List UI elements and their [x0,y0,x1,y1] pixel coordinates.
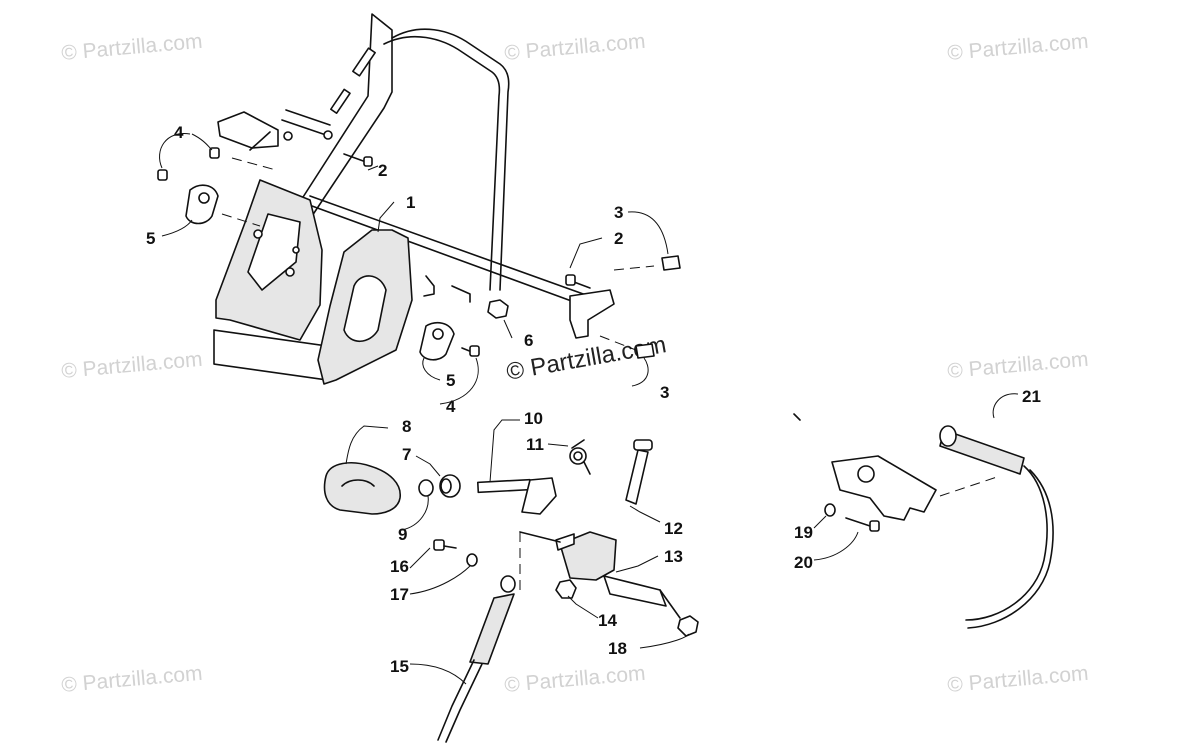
spring-11 [569,439,591,475]
callout-4-left: 4 [174,123,184,142]
lever-arm [476,477,557,515]
callout-4-right: 4 [446,397,456,416]
callout-16: 16 [390,557,409,576]
callout-8: 8 [402,417,411,436]
watermark-top-left: © Partzilla.com [60,30,203,65]
bracket-left [185,184,219,225]
leader-lines [159,133,1019,685]
callout-15: 15 [390,657,409,676]
screw-left-mid [157,169,168,181]
screw-right [565,274,591,289]
bushing-7 [439,474,461,498]
callout-1: 1 [406,193,415,212]
washer-19 [824,503,836,517]
pivot-bracket [555,531,617,581]
callout-2-upper: 2 [378,161,387,180]
clip-upper [661,255,681,271]
washer-17 [466,553,478,567]
screw-20 [845,517,880,532]
callout-10: 10 [524,409,543,428]
callout-18: 18 [608,639,627,658]
callout-12: 12 [664,519,683,538]
pin-12 [625,439,653,505]
shaft-13 [603,575,681,619]
callout-5-right: 5 [446,371,455,390]
bracket-right [419,321,455,361]
watermark-mid-left: © Partzilla.com [60,348,203,383]
watermark-bottom-center: © Partzilla.com [503,662,646,697]
nut-14 [555,579,577,599]
lever-guide-lines [519,531,561,590]
cable-bracket [831,455,937,521]
nut-18 [677,615,699,637]
callout-9: 9 [398,525,407,544]
support-frame [213,13,615,385]
callout-3-upper: 3 [614,203,623,222]
lever-knob [323,462,401,515]
callout-21: 21 [1022,387,1041,406]
callout-13: 13 [664,547,683,566]
callouts: 1 2 2 3 3 4 4 5 5 6 7 8 9 10 11 12 13 14… [146,123,1041,676]
watermark-top-center: © Partzilla.com [503,30,646,65]
callout-7: 7 [402,445,411,464]
nut [487,299,509,319]
watermark-mid-right: © Partzilla.com [946,348,1089,383]
watermark-bottom-right: © Partzilla.com [946,662,1089,697]
callout-20: 20 [794,553,813,572]
callout-6: 6 [524,331,533,350]
callout-2-right: 2 [614,229,623,248]
watermark-top-right: © Partzilla.com [946,30,1089,65]
watermark-bottom-left: © Partzilla.com [60,662,203,697]
washer-9 [418,479,434,497]
callout-14: 14 [598,611,617,630]
screw-left-top [209,147,220,159]
screw-right-low [461,345,480,357]
callout-11: 11 [526,435,544,454]
callout-5-left: 5 [146,229,155,248]
screw-16 [433,539,457,551]
callout-17: 17 [390,585,409,604]
callout-3-lower: 3 [660,383,669,402]
cable-end-21 [793,413,1054,629]
callout-19: 19 [794,523,813,542]
throttle-cable [437,575,516,743]
clip-lower [635,343,655,359]
screw-upper [343,153,373,167]
